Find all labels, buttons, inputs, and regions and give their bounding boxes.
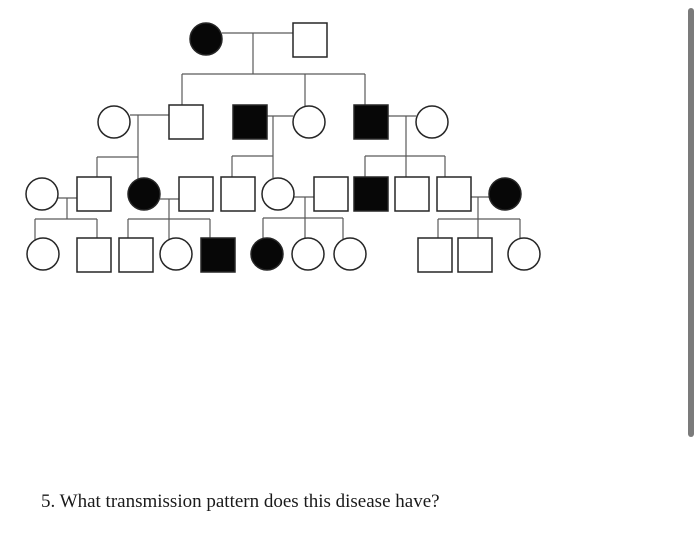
pedigree-individual-II-3 bbox=[232, 104, 268, 140]
pedigree-individual-III-9 bbox=[394, 176, 430, 212]
pedigree-individual-IV-4 bbox=[159, 237, 193, 271]
pedigree-individual-IV-8 bbox=[333, 237, 367, 271]
pedigree-diagram bbox=[25, 22, 541, 273]
pedigree-individual-II-2 bbox=[168, 104, 204, 140]
pedigree-individual-IV-5 bbox=[200, 237, 236, 273]
pedigree-individual-III-4 bbox=[178, 176, 214, 212]
scrollbar-thumb[interactable] bbox=[688, 8, 694, 437]
pedigree-individual-IV-6 bbox=[250, 237, 284, 271]
pedigree-individual-IV-9 bbox=[417, 237, 453, 273]
pedigree-individual-I-2 bbox=[292, 22, 328, 58]
pedigree-individual-II-4 bbox=[292, 105, 326, 139]
pedigree-individual-III-6 bbox=[261, 177, 295, 211]
pedigree-individual-II-5 bbox=[353, 104, 389, 140]
pedigree-individual-IV-3 bbox=[118, 237, 154, 273]
pedigree-individual-IV-11 bbox=[507, 237, 541, 271]
pedigree-individual-IV-7 bbox=[291, 237, 325, 271]
pedigree-individual-IV-10 bbox=[457, 237, 493, 273]
pedigree-individual-III-11 bbox=[488, 177, 522, 211]
pedigree-individual-III-3 bbox=[127, 177, 161, 211]
pedigree-individual-IV-1 bbox=[26, 237, 60, 271]
pedigree-individual-III-1 bbox=[25, 177, 59, 211]
pedigree-individual-II-1 bbox=[97, 105, 131, 139]
pedigree-individual-III-7 bbox=[313, 176, 349, 212]
pedigree-individual-IV-2 bbox=[76, 237, 112, 273]
pedigree-individual-III-8 bbox=[353, 176, 389, 212]
question-text: 5. What transmission pattern does this d… bbox=[41, 491, 440, 512]
pedigree-individual-III-10 bbox=[436, 176, 472, 212]
pedigree-individual-III-5 bbox=[220, 176, 256, 212]
pedigree-individual-I-1 bbox=[189, 22, 223, 56]
pedigree-individual-III-2 bbox=[76, 176, 112, 212]
pedigree-individual-II-6 bbox=[415, 105, 449, 139]
